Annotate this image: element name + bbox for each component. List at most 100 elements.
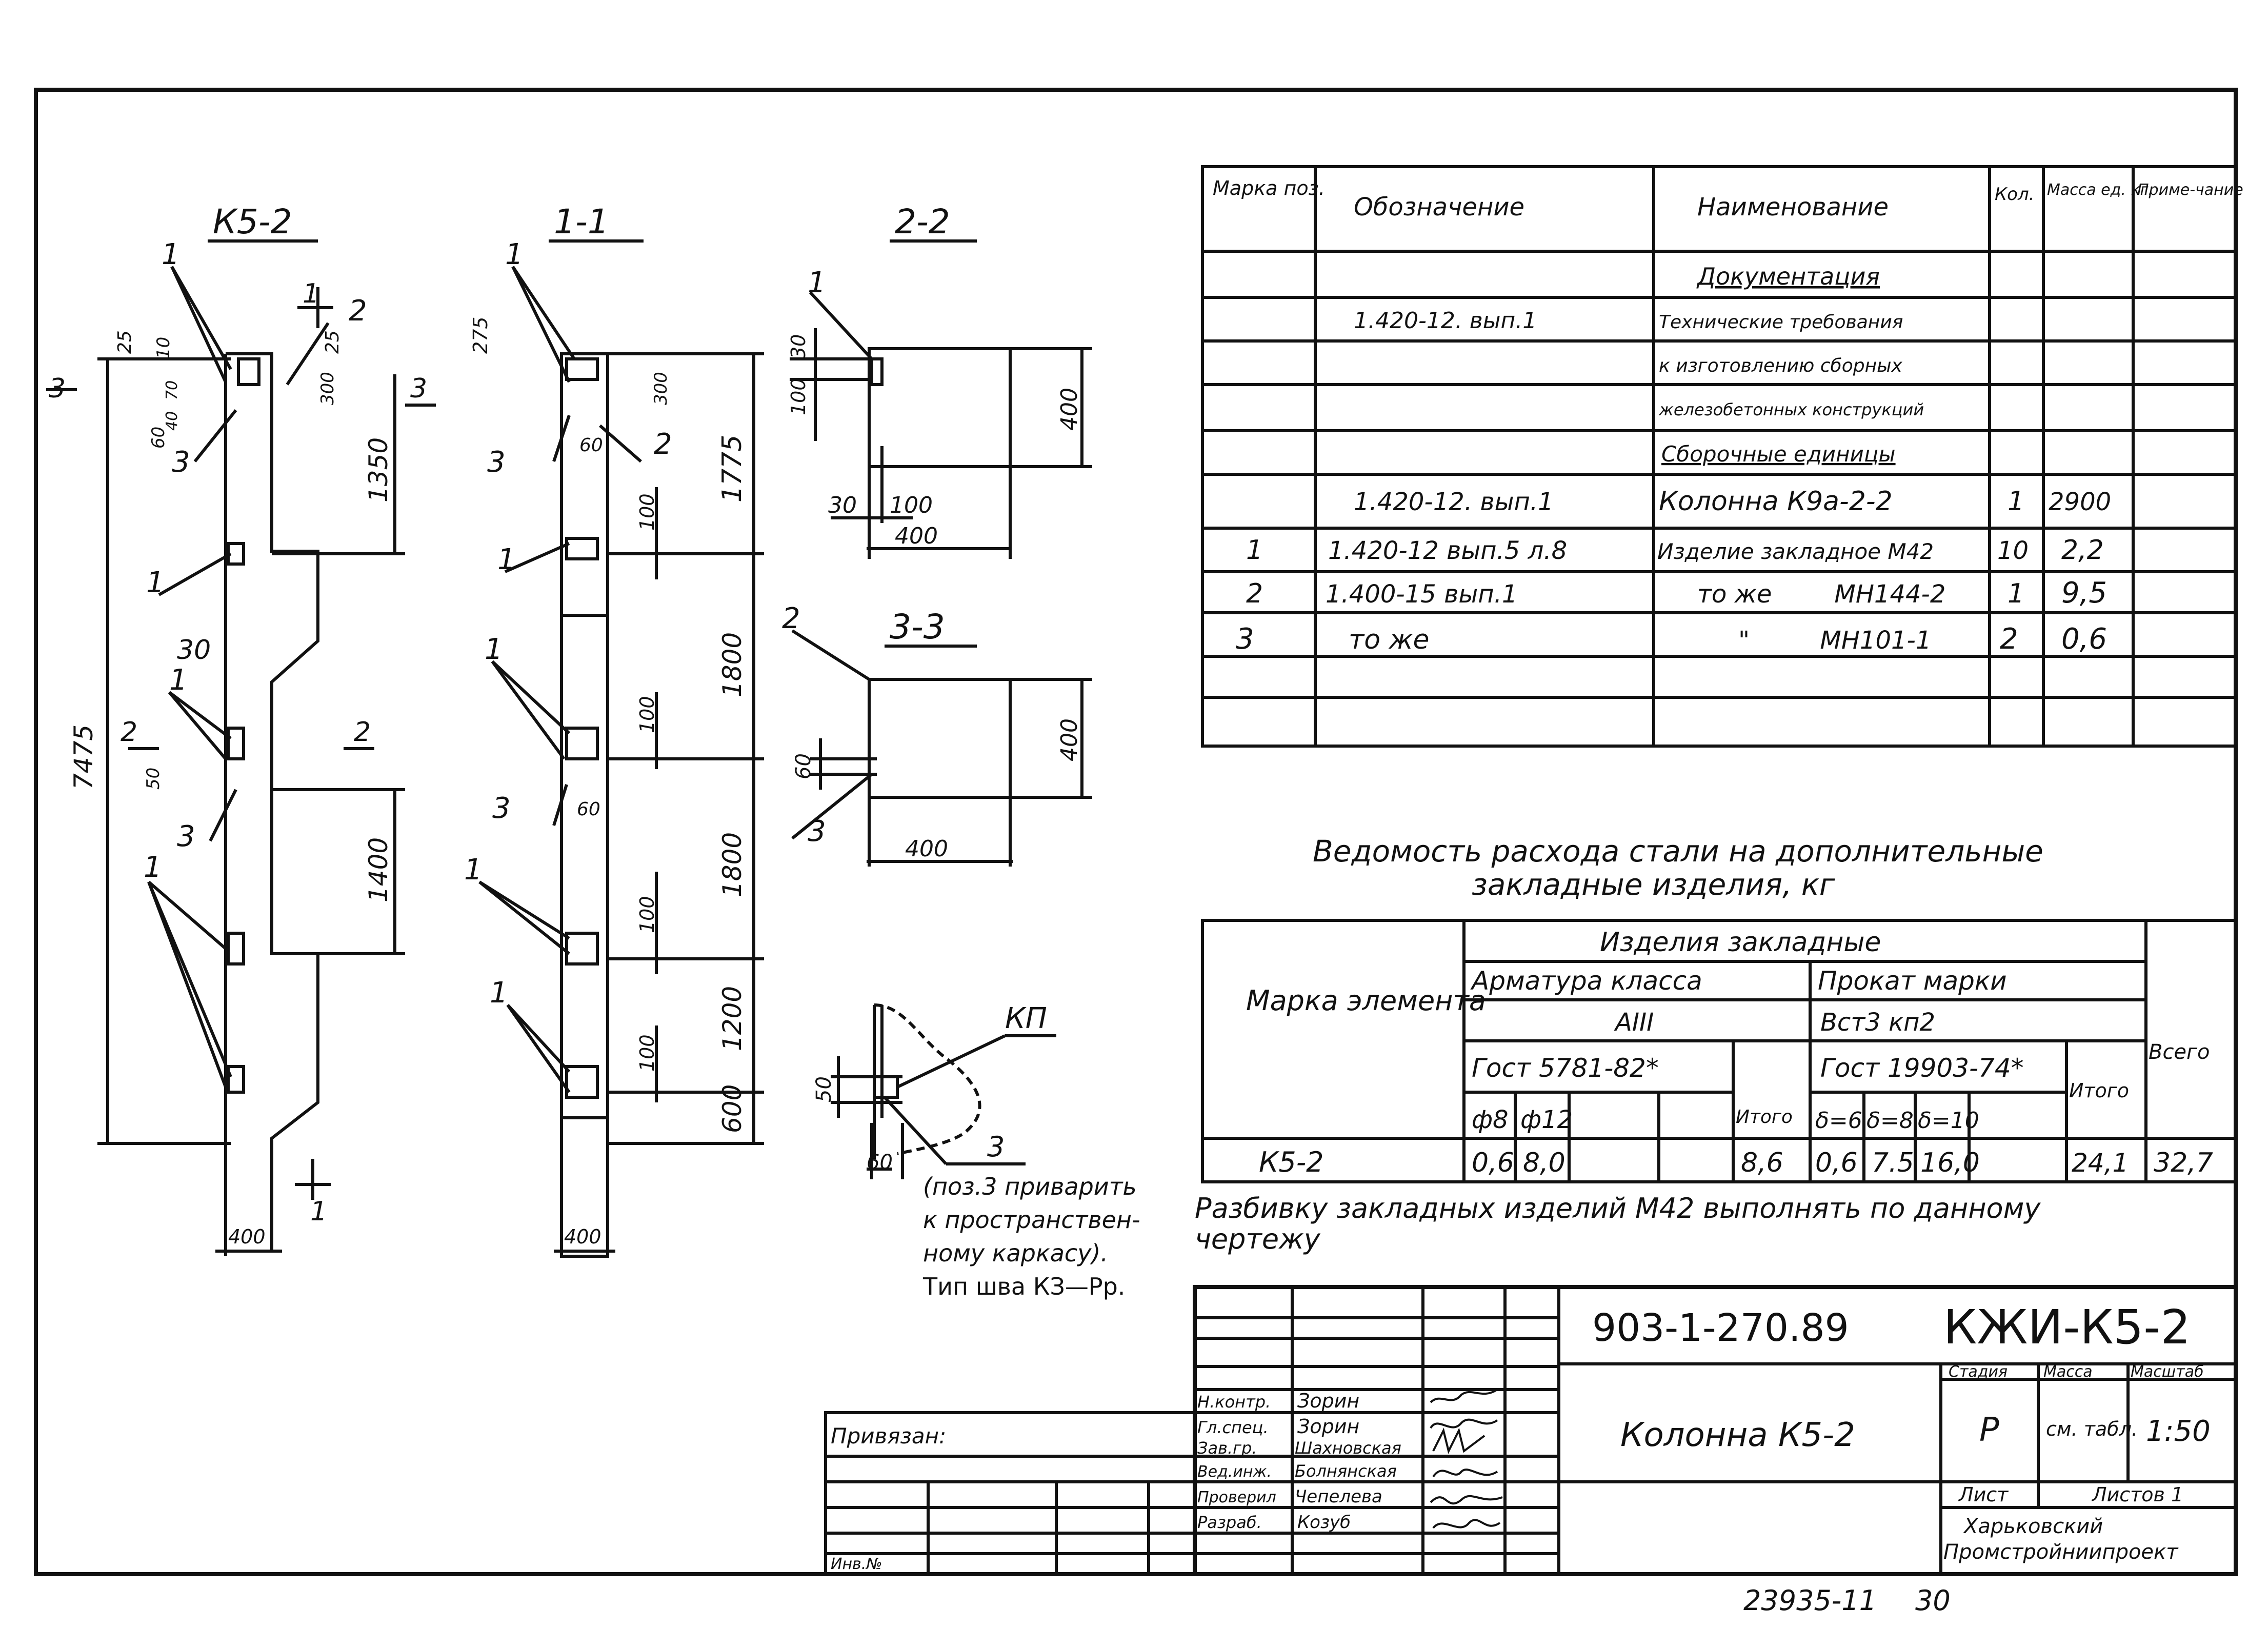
- steel-row-arm-total: 8,6: [1741, 1148, 1783, 1178]
- callout-1d: 1: [144, 851, 162, 884]
- s33-dim-400h: 400: [905, 836, 948, 862]
- dim-25a: 25: [114, 330, 135, 354]
- dim-100d: 100: [636, 1034, 658, 1072]
- note-line-1: Разбивку закладных изделий М42 выполнять…: [1195, 1192, 2041, 1224]
- s22-dim-100b: 100: [890, 492, 933, 518]
- tb-inv: Инв.№: [831, 1555, 882, 1573]
- callout-1c: 1: [169, 663, 188, 697]
- spec-h-mass: Масса ед. кг.: [2047, 181, 2153, 199]
- weld-type: Тип шва КЗ—Рр.: [922, 1273, 1125, 1300]
- spec-r5-mass: 2900: [2049, 488, 2111, 516]
- spec-r0-name: Документация: [1696, 263, 1880, 290]
- cut-2-right: 2: [354, 717, 371, 748]
- kp-callout-3: 3: [987, 1131, 1005, 1163]
- tb-org-1: Харьковский: [1963, 1515, 2103, 1538]
- s-callout-1d: 1: [464, 853, 483, 887]
- steel-vsego: Всего: [2149, 1040, 2210, 1064]
- spec-r1-des: 1.420-12. вып.1: [1354, 308, 1537, 334]
- spec-r8-des: то же: [1349, 625, 1429, 655]
- tb-stage: Р: [1979, 1411, 1999, 1449]
- steel-row-d6: 0,6: [1815, 1148, 1858, 1178]
- spec-r5-qty: 1: [2008, 486, 2024, 517]
- dim-40: 40: [163, 411, 181, 431]
- dim-50: 50: [143, 768, 164, 790]
- dim-25b: 25: [322, 330, 343, 354]
- s22-dim-400v: 400: [1056, 388, 1082, 431]
- weld-note-3: ному каркасу).: [923, 1239, 1108, 1267]
- cut-3-right: 3: [410, 373, 427, 404]
- s33-callout-3: 3: [808, 815, 826, 848]
- tb-name-2: Шахновская: [1295, 1438, 1401, 1458]
- s33-dim-60: 60: [792, 753, 815, 779]
- dim-100a: 100: [636, 493, 658, 531]
- dim-1350: 1350: [364, 437, 393, 502]
- dim-70: 70: [163, 380, 181, 400]
- steel-rolled-gost: Гост 19903-74*: [1820, 1053, 2024, 1083]
- spec-r8-qty: 2: [2000, 622, 2018, 656]
- spec-r6-mark: 1: [1246, 535, 1263, 566]
- steel-rolled: Прокат марки: [1818, 966, 2007, 996]
- s22-callout-1: 1: [808, 266, 826, 299]
- tb-scale: 1:50: [2146, 1415, 2211, 1448]
- dim-60-s1: 60: [579, 435, 603, 456]
- spec-r8-name: " МН101-1: [1738, 626, 1931, 655]
- dim-400-s: 400: [564, 1225, 601, 1248]
- spec-r6-mass: 2,2: [2061, 535, 2104, 566]
- spec-h-note: Приме-чание: [2137, 181, 2243, 199]
- cut-1-bottom: 1: [310, 1196, 327, 1227]
- steel-col-element: Марка элемента: [1246, 984, 1486, 1017]
- kp-label: КП: [1005, 1002, 1047, 1035]
- callout-3: 3: [172, 446, 190, 479]
- spec-r8-mark: 3: [1236, 622, 1254, 656]
- dim-1775: 1775: [717, 435, 748, 502]
- title-block-text: 903-1-270.89 КЖИ-К5-2 Колонна К5-2 Стади…: [831, 1300, 2211, 1573]
- steel-sub-d6: δ=6: [1815, 1108, 1862, 1134]
- steel-row-f8: 0,6: [1472, 1148, 1514, 1178]
- kp-dim-60: 60: [867, 1151, 893, 1174]
- weld-note-2: к пространствен-: [923, 1206, 1140, 1234]
- dim-1800a: 1800: [717, 632, 747, 697]
- steel-title-1: Ведомость расхода стали на дополнительны…: [1313, 834, 2043, 869]
- dim-300-s: 300: [651, 372, 671, 405]
- spec-r6-name: Изделие закладное М42: [1657, 539, 1934, 564]
- section-2-2-view: 2-2 1 100 30 400 400 30 100: [787, 202, 1092, 559]
- tb-sheets-label: Листов 1: [2091, 1483, 2183, 1506]
- tb-role-4: Проверил: [1197, 1489, 1276, 1506]
- spec-h-mark: Марка поз.: [1213, 177, 1325, 199]
- s-callout-3b: 3: [492, 792, 511, 825]
- s22-dim-30: 30: [787, 334, 810, 359]
- cut-1-top: 1: [303, 278, 319, 309]
- spec-r7-mass: 9,5: [2061, 576, 2107, 610]
- tb-role-0: Н.контр.: [1197, 1392, 1271, 1412]
- steel-armature-class: АIII: [1614, 1008, 1654, 1037]
- steel-sub-d8: δ=8: [1866, 1108, 1914, 1134]
- spec-h-qty: Кол.: [1995, 184, 2034, 205]
- steel-sub-d10: δ=10: [1918, 1108, 1979, 1134]
- dim-100c: 100: [636, 896, 658, 933]
- s33-callout-2: 2: [782, 602, 800, 635]
- dim-1200: 1200: [717, 986, 747, 1051]
- s22-dim-100: 100: [787, 378, 810, 415]
- steel-row-total: 32,7: [2154, 1148, 2213, 1178]
- steel-table-text: Марка элемента Изделия закладные Арматур…: [1246, 927, 2213, 1178]
- tb-org-2: Промстройниипроект: [1943, 1540, 2179, 1564]
- view-title-k5-2: К5-2: [213, 202, 292, 242]
- steel-armature-gost: Гост 5781-82*: [1472, 1053, 1659, 1083]
- dim-1800b: 1800: [717, 832, 747, 897]
- steel-sub-f12: ф12: [1520, 1105, 1573, 1134]
- steel-itogo-arm: Итого: [1736, 1107, 1793, 1128]
- s22-dim-30b: 30: [828, 492, 857, 518]
- s-callout-1e: 1: [490, 976, 508, 1010]
- tb-mass: см. табл.: [2046, 1418, 2138, 1440]
- spec-h-name: Наименование: [1697, 193, 1889, 222]
- dim-10: 10: [153, 337, 174, 359]
- dim-100b: 100: [636, 696, 658, 733]
- dim-60: 60: [148, 427, 169, 449]
- tb-role-5: Разраб.: [1197, 1513, 1262, 1532]
- dim-275: 275: [469, 316, 492, 354]
- spec-r7-qty: 1: [2008, 578, 2024, 609]
- tb-role-1: Гл.спец.: [1197, 1418, 1269, 1437]
- s-callout-3: 3: [487, 446, 506, 479]
- dim-1400: 1400: [364, 837, 393, 902]
- callout-1: 1: [162, 238, 180, 271]
